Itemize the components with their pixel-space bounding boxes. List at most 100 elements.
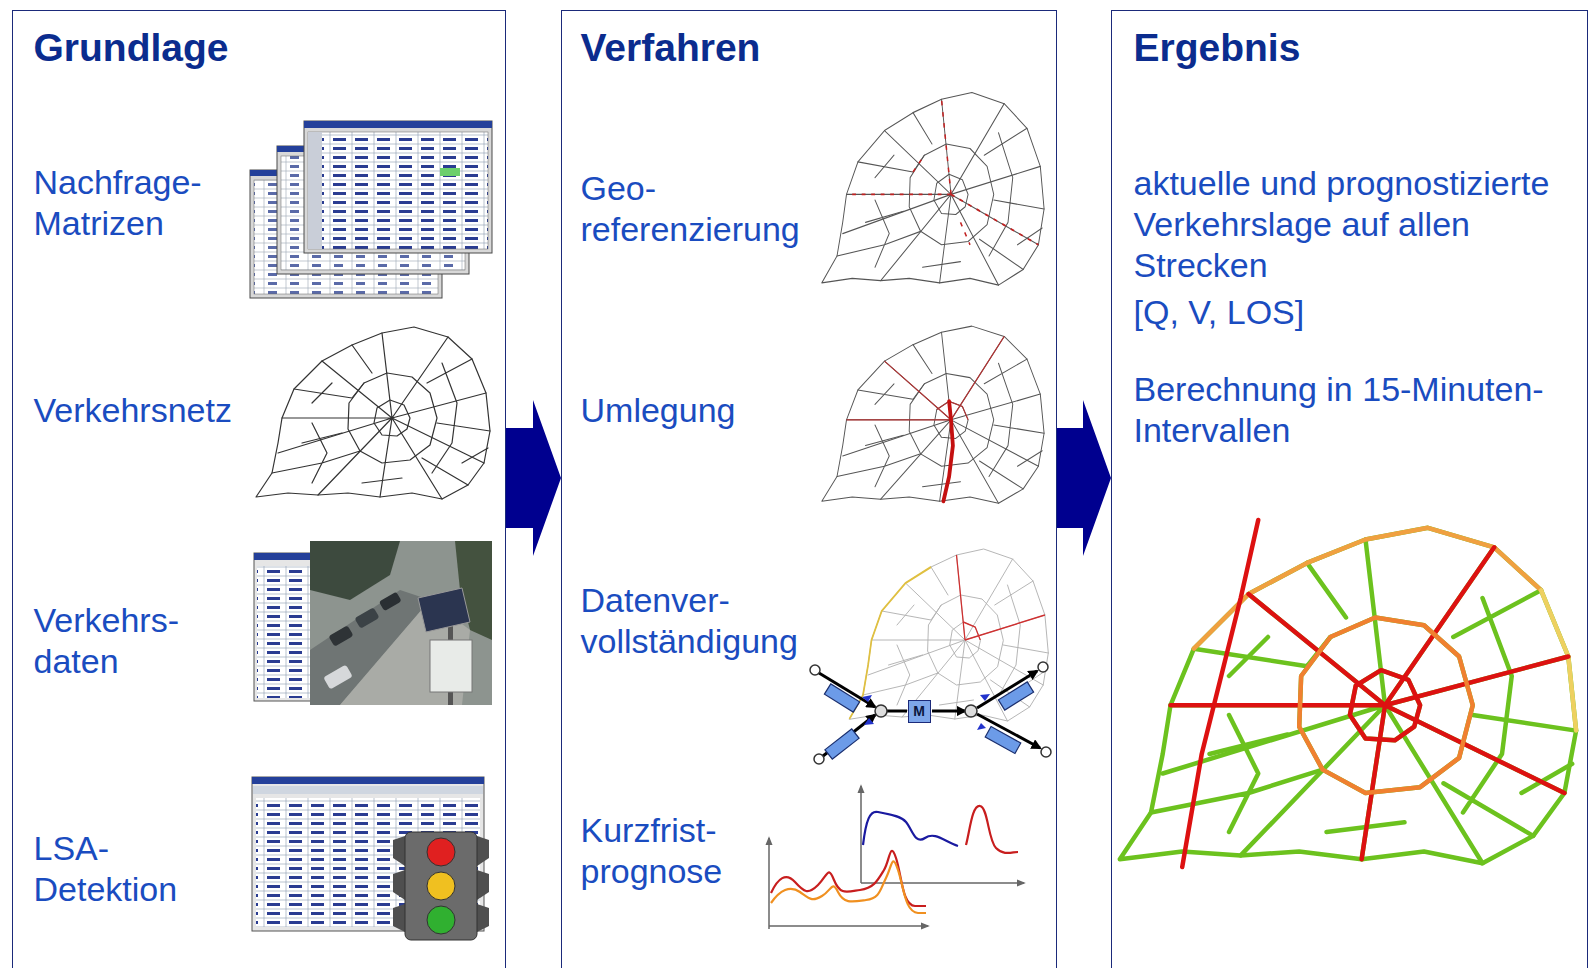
network-map (847, 336, 1005, 419)
traffic-data-picture (254, 541, 492, 705)
link-model (864, 718, 874, 725)
spreadsheet-stack (308, 132, 488, 249)
spreadsheet-stack (440, 168, 460, 176)
forecast-charts (768, 838, 770, 929)
column-heading: Verfahren (581, 25, 761, 70)
link-model (985, 727, 1021, 754)
step-label: LSA- Detektion (34, 828, 178, 910)
network-map (256, 327, 490, 499)
signal-detection-picture (405, 832, 477, 940)
column-heading: Grundlage (34, 25, 229, 70)
link-model (810, 662, 1051, 764)
result-map (1171, 520, 1577, 867)
link-model (1038, 662, 1048, 672)
forecast-charts (771, 851, 926, 906)
step-label: Datenver- vollständigung (581, 580, 798, 662)
traffic-data-picture (323, 664, 353, 689)
traffic-data-picture (430, 640, 472, 692)
column-panel: GrundlageNachfrage- MatrizenVerkehrsnetz… (12, 10, 506, 968)
link-model (887, 710, 907, 713)
traffic-data-picture (354, 607, 379, 628)
step-label: Verkehrs- daten (34, 600, 180, 682)
link-model (875, 705, 887, 717)
signal-detection-picture (252, 777, 489, 940)
link-model (980, 694, 990, 701)
spreadsheet-stack (304, 121, 492, 128)
text-slot: Nachfrage- Matrizen (34, 162, 202, 244)
text-slot: Ergebnis (1134, 25, 1301, 70)
forecast-charts (769, 925, 928, 927)
result-map (1299, 618, 1473, 794)
network-map (822, 326, 1044, 503)
forecast-charts (771, 861, 926, 913)
measure-box: M (908, 700, 931, 723)
box-letter: M (913, 703, 925, 719)
link-model (862, 695, 872, 702)
traffic-data-picture (379, 592, 402, 612)
link-model (810, 662, 1051, 764)
result-map (1171, 547, 1569, 859)
forecast-charts (861, 882, 1024, 884)
link-model (814, 754, 824, 764)
traffic-data-picture (310, 541, 492, 705)
spreadsheet-stack (308, 132, 322, 249)
text-slot: Grundlage (34, 25, 229, 70)
link-model (1041, 747, 1051, 757)
link-model (824, 684, 859, 712)
network-map (943, 401, 953, 501)
signal-detection-picture (477, 836, 489, 932)
block-arrow (506, 400, 561, 556)
result-text: [Q, V, LOS] (1134, 292, 1579, 333)
result-map (1182, 520, 1258, 867)
spreadsheet-stack (304, 121, 492, 253)
network-map (957, 555, 1045, 640)
step-label: Umlegung (581, 390, 736, 431)
text-slot: [Q, V, LOS] (1134, 292, 1579, 333)
signal-detection-picture (253, 786, 483, 794)
text-slot: Berechnung in 15-Minuten-Intervallen (1134, 369, 1579, 451)
signal-detection-picture (427, 872, 455, 900)
result-text: Berechnung in 15-Minuten-Intervallen (1134, 369, 1579, 451)
text-slot: LSA- Detektion (34, 828, 178, 910)
forecast-charts (966, 806, 1018, 853)
forecast-charts (863, 812, 958, 846)
block-arrow (1057, 400, 1111, 556)
column-heading: Ergebnis (1134, 25, 1301, 70)
step-label: Geo- referenzierung (581, 168, 800, 250)
text-slot: Umlegung (581, 390, 736, 431)
link-model (810, 665, 820, 675)
text-slot: Verkehrs- daten (34, 600, 180, 682)
link-model (824, 682, 1033, 759)
link-model (862, 694, 990, 730)
traffic-data-picture (328, 625, 353, 646)
result-text: aktuelle und prognostizierte Verkehrslag… (1134, 163, 1579, 286)
network-map (822, 326, 1044, 503)
step-label: Verkehrsnetz (34, 390, 232, 431)
link-model (932, 710, 965, 713)
link-model (998, 682, 1033, 710)
signal-detection-picture (393, 836, 405, 932)
text-slot: Datenver- vollständigung (581, 580, 798, 662)
spreadsheet-stack (250, 121, 492, 298)
network-map (822, 92, 1044, 285)
text-slot: Geo- referenzierung (581, 168, 800, 250)
column-panel: VerfahrenGeo- referenzierungUmlegungDate… (561, 10, 1057, 968)
network-map (256, 327, 490, 499)
step-label: Kurzfrist- prognose (581, 810, 723, 892)
text-slot: Verfahren (581, 25, 761, 70)
signal-detection-picture (252, 777, 484, 784)
text-slot: aktuelle und prognostizierte Verkehrslag… (1134, 163, 1579, 286)
step-label: Nachfrage- Matrizen (34, 162, 202, 244)
link-model (825, 729, 859, 759)
result-map (1120, 520, 1576, 867)
text-slot: Verkehrsnetz (34, 390, 232, 431)
link-model (977, 723, 986, 730)
network-map (849, 567, 931, 719)
result-map (1194, 528, 1541, 649)
network-map (822, 92, 1044, 285)
network-map (849, 549, 1048, 721)
column-panel: Ergebnis aktuelle und prognostizierte Ver… (1111, 10, 1588, 968)
result-map (1120, 528, 1576, 863)
